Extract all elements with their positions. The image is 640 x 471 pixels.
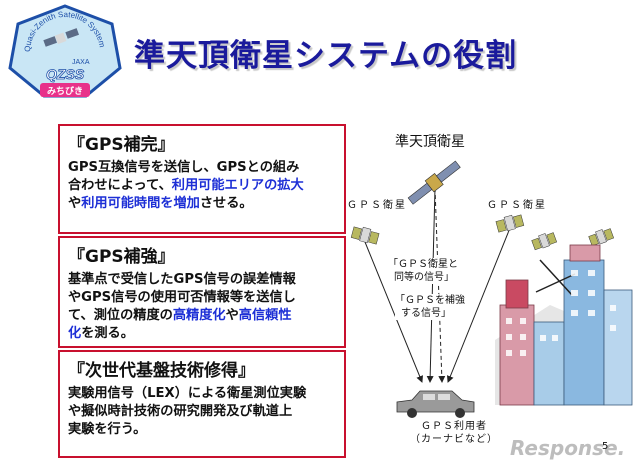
qzss-logo: Quasi-Zenith Satellite System JAXA QZSS … bbox=[8, 4, 122, 98]
highlight-text: 化 bbox=[68, 326, 82, 341]
box-line: 実験を行う。 bbox=[68, 421, 336, 439]
signal-line bbox=[364, 241, 423, 383]
body-text: やGPS信号の使用可否情報等を送信し bbox=[68, 290, 296, 305]
body-text: や bbox=[225, 308, 239, 323]
response-brand-logo: Response. bbox=[510, 436, 626, 460]
body-text: や bbox=[68, 196, 82, 211]
highlight-text: 利用可能時間を増加 bbox=[81, 196, 200, 211]
gps-satellite-far-right-icon bbox=[531, 232, 558, 251]
gps-satellite-left-label: ＧＰＳ衛星 bbox=[347, 200, 407, 211]
logo-jaxa: JAXA bbox=[72, 59, 90, 66]
system-diagram bbox=[350, 160, 633, 418]
gps-user-label: ＧＰＳ利用者 （カーナビなど） bbox=[410, 421, 498, 445]
highlight-text: 高精度化 bbox=[172, 308, 226, 323]
body-text: や擬似時計技術の研究開発及び軌道上 bbox=[68, 404, 293, 419]
body-text: させる。 bbox=[199, 196, 253, 211]
box-body: 実験用信号（LEX）による衛星測位実験や擬似時計技術の研究開発及び軌道上実験を行… bbox=[68, 385, 336, 439]
signal-equivalent-label: 「ＧＰＳ衛星と 同等の信号」 bbox=[388, 258, 458, 284]
body-text: 実験用信号（LEX）による衛星測位実験 bbox=[68, 386, 307, 401]
highlight-text: 高信頼性 bbox=[238, 308, 292, 323]
gps-satellite-right-label: ＧＰＳ衛星 bbox=[487, 200, 547, 211]
box-heading: 『GPS補強』 bbox=[68, 247, 175, 267]
qzs-satellite-icon bbox=[407, 160, 461, 205]
box-line: 合わせによって、利用可能エリアの拡大 bbox=[68, 177, 336, 195]
body-text: 基準点で受信したGPS信号の誤差情報 bbox=[68, 272, 296, 287]
body-text: GPS互換信号を送信し、GPSとの組み bbox=[68, 160, 300, 175]
signal-line bbox=[446, 227, 511, 383]
page-title: 準天頂衛星システムの役割 bbox=[134, 38, 518, 74]
qzs-label: 準天頂衛星 bbox=[395, 134, 465, 150]
logo-mark: QZSS bbox=[46, 66, 85, 82]
box-line: 実験用信号（LEX）による衛星測位実験 bbox=[68, 385, 336, 403]
box-body: GPS互換信号を送信し、GPSとの組み合わせによって、利用可能エリアの拡大や利用… bbox=[68, 159, 336, 213]
box-line: や擬似時計技術の研究開発及び軌道上 bbox=[68, 403, 336, 421]
gps-satellite-right-icon bbox=[495, 214, 525, 233]
box-line: 化を測る。 bbox=[68, 325, 336, 343]
signal-augment-label: 「ＧＰＳを補強 する信号」 bbox=[395, 294, 465, 320]
box-line: GPS互換信号を送信し、GPSとの組み bbox=[68, 159, 336, 177]
signal-line bbox=[434, 187, 446, 383]
box-heading: 『次世代基盤技術修得』 bbox=[68, 361, 255, 381]
box-line: やGPS信号の使用可否情報等を送信し bbox=[68, 289, 336, 307]
body-text: を測る。 bbox=[81, 326, 134, 341]
gps-complement-box: 『GPS補完』 GPS互換信号を送信し、GPSとの組み合わせによって、利用可能エ… bbox=[58, 124, 346, 234]
box-line: て、測位の精度の高精度化や高信頼性 bbox=[68, 307, 336, 325]
body-text: 実験を行う。 bbox=[68, 422, 147, 437]
gps-satellite-left-icon bbox=[350, 226, 380, 245]
body-text: て、測位の精度の bbox=[68, 308, 173, 323]
logo-caption: みちびき bbox=[47, 85, 83, 97]
car-icon bbox=[396, 390, 475, 418]
box-line: や利用可能時間を増加させる。 bbox=[68, 195, 336, 213]
page-number: 5 bbox=[602, 441, 609, 452]
next-gen-tech-box: 『次世代基盤技術修得』 実験用信号（LEX）による衛星測位実験や擬似時計技術の研… bbox=[58, 350, 346, 458]
gps-satellite-edge-icon bbox=[588, 228, 615, 247]
signal-line bbox=[426, 187, 436, 383]
highlight-text: 利用可能エリアの拡大 bbox=[171, 178, 304, 193]
body-text: 合わせによって、 bbox=[68, 178, 172, 193]
box-body: 基準点で受信したGPS信号の誤差情報やGPS信号の使用可否情報等を送信して、測位… bbox=[68, 271, 336, 343]
city-buildings-icon bbox=[495, 244, 633, 406]
box-heading: 『GPS補完』 bbox=[68, 135, 175, 155]
gps-augmentation-box: 『GPS補強』 基準点で受信したGPS信号の誤差情報やGPS信号の使用可否情報等… bbox=[58, 236, 346, 348]
box-line: 基準点で受信したGPS信号の誤差情報 bbox=[68, 271, 336, 289]
